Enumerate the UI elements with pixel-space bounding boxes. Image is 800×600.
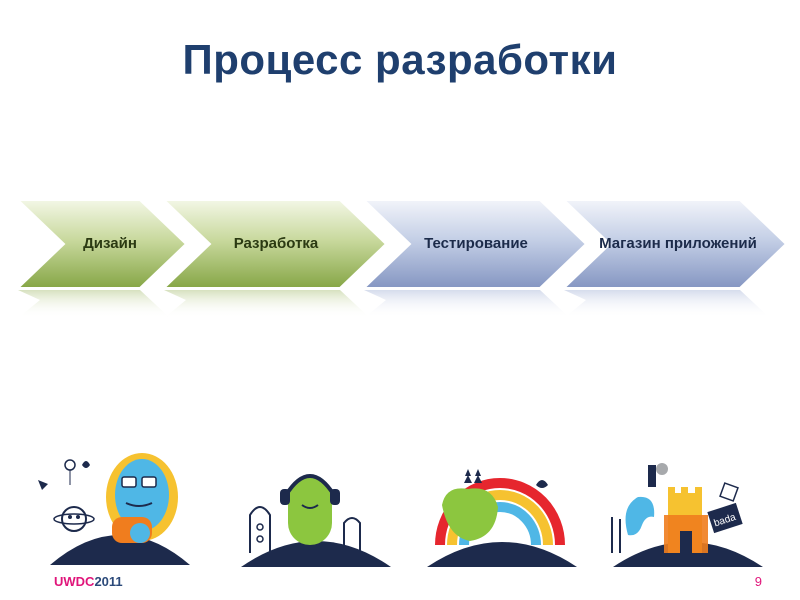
step-design-chevron xyxy=(15,199,188,318)
footer-brand: UWDC2011 xyxy=(54,574,123,589)
footer-brand-year: 2011 xyxy=(94,574,123,589)
rainbow-hill-icon xyxy=(427,469,577,567)
step-testing-chevron xyxy=(361,199,588,318)
headphones-character-icon xyxy=(241,474,391,567)
slide-title: Процесс разработки xyxy=(182,36,618,83)
page-number: 9 xyxy=(754,574,762,589)
step-appstore-label: Магазин приложений xyxy=(599,235,757,252)
step-design-label: Дизайн xyxy=(83,235,137,252)
step-development-label: Разработка xyxy=(233,235,319,252)
process-chevrons xyxy=(15,199,788,318)
globe-faces-icon xyxy=(38,453,190,565)
castle-bada-icon: bada xyxy=(611,463,763,567)
footer-brand-prefix: UWDC xyxy=(54,574,95,589)
step-testing-label: Тестирование xyxy=(424,235,528,252)
step-development-chevron xyxy=(161,199,388,318)
step-appstore-chevron xyxy=(561,199,788,318)
